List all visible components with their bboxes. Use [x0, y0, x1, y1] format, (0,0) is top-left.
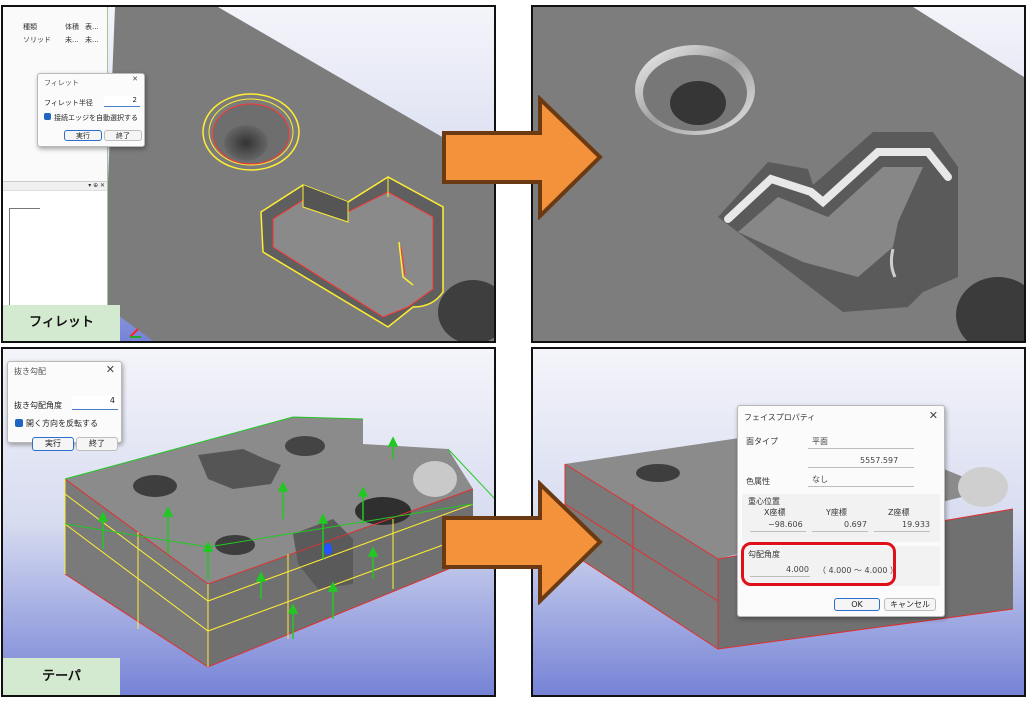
- fillet-radius-label: フィレット半径: [44, 99, 93, 107]
- fillet-dialog-title: フィレット: [44, 79, 79, 87]
- color-attr-label: 色属性: [746, 477, 770, 486]
- draft-angle-input[interactable]: 4: [72, 396, 118, 410]
- pane-toolbar[interactable]: ▾ ⊕ ✕: [3, 182, 107, 191]
- finish-button[interactable]: 終了: [76, 437, 118, 451]
- fillet-radius-input[interactable]: 2: [104, 96, 140, 107]
- draft-angle-value: 4.000: [786, 565, 809, 574]
- auto-select-edges-label: 接続エッジを自動選択する: [54, 114, 138, 122]
- fillet-caption: フィレット: [3, 305, 120, 341]
- x-coord-label: X座標: [764, 508, 786, 517]
- reverse-direction-checkbox[interactable]: [15, 419, 23, 427]
- lower-pane: ▾ ⊕ ✕: [3, 181, 107, 312]
- draft-angle-highlight: [741, 542, 896, 586]
- arrow-right-icon: [442, 95, 603, 220]
- auto-select-edges-checkbox[interactable]: [44, 113, 51, 120]
- draft-dialog: 抜き勾配 ✕ 抜き勾配角度 4 開く方向を反転する 実行 終了: [7, 361, 122, 451]
- y-underline: [812, 531, 868, 532]
- x-coord-value: −98.606: [768, 520, 803, 529]
- face-type-label: 面タイプ: [746, 437, 778, 446]
- pane-frame: [9, 208, 40, 310]
- z-coord-label: Z座標: [888, 508, 910, 517]
- tree-solid-surface: 未...: [85, 36, 99, 44]
- close-icon[interactable]: ✕: [105, 363, 115, 376]
- fillet-after-panel: [531, 5, 1026, 343]
- area-underline: [808, 467, 914, 468]
- ok-button[interactable]: OK: [834, 598, 880, 611]
- fillet-after-viewport[interactable]: [533, 7, 1024, 341]
- hole-rim: [202, 93, 300, 171]
- centroid-label: 重心位置: [748, 497, 780, 506]
- face-property-dialog: フェイスプロパティ ✕ 面タイプ 平面 5557.597 色属性 なし 重心位置…: [737, 405, 945, 617]
- cancel-button[interactable]: キャンセル: [884, 598, 936, 611]
- face-type-value: 平面: [812, 437, 828, 446]
- y-coord-value: 0.697: [844, 520, 867, 529]
- color-attr-value: なし: [812, 475, 828, 484]
- z-coord-value: 19.933: [902, 520, 930, 529]
- arrow-right-icon: [442, 480, 603, 605]
- draft-angle-label: 抜き勾配角度: [14, 401, 62, 410]
- draft-angle-range: （ 4.000 〜 4.000 ）: [818, 566, 898, 575]
- z-underline: [874, 531, 930, 532]
- taper-after-panel: フェイスプロパティ ✕ 面タイプ 平面 5557.597 色属性 なし 重心位置…: [531, 347, 1026, 697]
- tree-solid-name: ソリッド: [23, 36, 51, 44]
- taper-caption: テーパ: [3, 658, 120, 695]
- object-tree-pane: 種類 体積 表... ソリッド 未... 未... ▾ ⊕ ✕: [3, 7, 108, 341]
- face-property-title: フェイスプロパティ: [744, 413, 816, 422]
- draft-underline: [750, 576, 810, 577]
- draft-dialog-title: 抜き勾配: [14, 367, 46, 376]
- run-button[interactable]: 実行: [32, 437, 74, 451]
- reverse-direction-label: 開く方向を反転する: [26, 419, 98, 428]
- draft-angle-group: 勾配角度 4.000 （ 4.000 〜 4.000 ）: [742, 546, 940, 586]
- face-type-underline: [808, 448, 914, 449]
- close-icon[interactable]: ✕: [132, 75, 138, 83]
- close-icon[interactable]: ✕: [928, 409, 938, 422]
- x-underline: [750, 531, 806, 532]
- fillet-before-viewport[interactable]: [3, 7, 494, 341]
- color-attr-underline: [808, 486, 914, 487]
- tree-solid-volume: 未...: [65, 36, 79, 44]
- fillet-dialog: フィレット ✕ フィレット半径 2 接続エッジを自動選択する 実行 終了: [37, 73, 145, 147]
- taper-before-panel: 抜き勾配 ✕ 抜き勾配角度 4 開く方向を反転する 実行 終了 テーパ: [1, 347, 496, 697]
- y-coord-label: Y座標: [826, 508, 847, 517]
- fillet-before-panel: 種類 体積 表... ソリッド 未... 未... ▾ ⊕ ✕ フィレット ✕ …: [1, 5, 496, 343]
- tree-col-type: 種類: [23, 23, 37, 31]
- face-area-value: 5557.597: [860, 456, 899, 465]
- tree-col-surface: 表...: [85, 23, 99, 31]
- run-button[interactable]: 実行: [64, 130, 102, 141]
- draft-angle-prop-label: 勾配角度: [748, 550, 780, 559]
- finish-button[interactable]: 終了: [104, 130, 142, 141]
- centroid-group: 重心位置 X座標 Y座標 Z座標 −98.606 0.697 19.933: [742, 494, 940, 542]
- tree-col-volume: 体積: [65, 23, 79, 31]
